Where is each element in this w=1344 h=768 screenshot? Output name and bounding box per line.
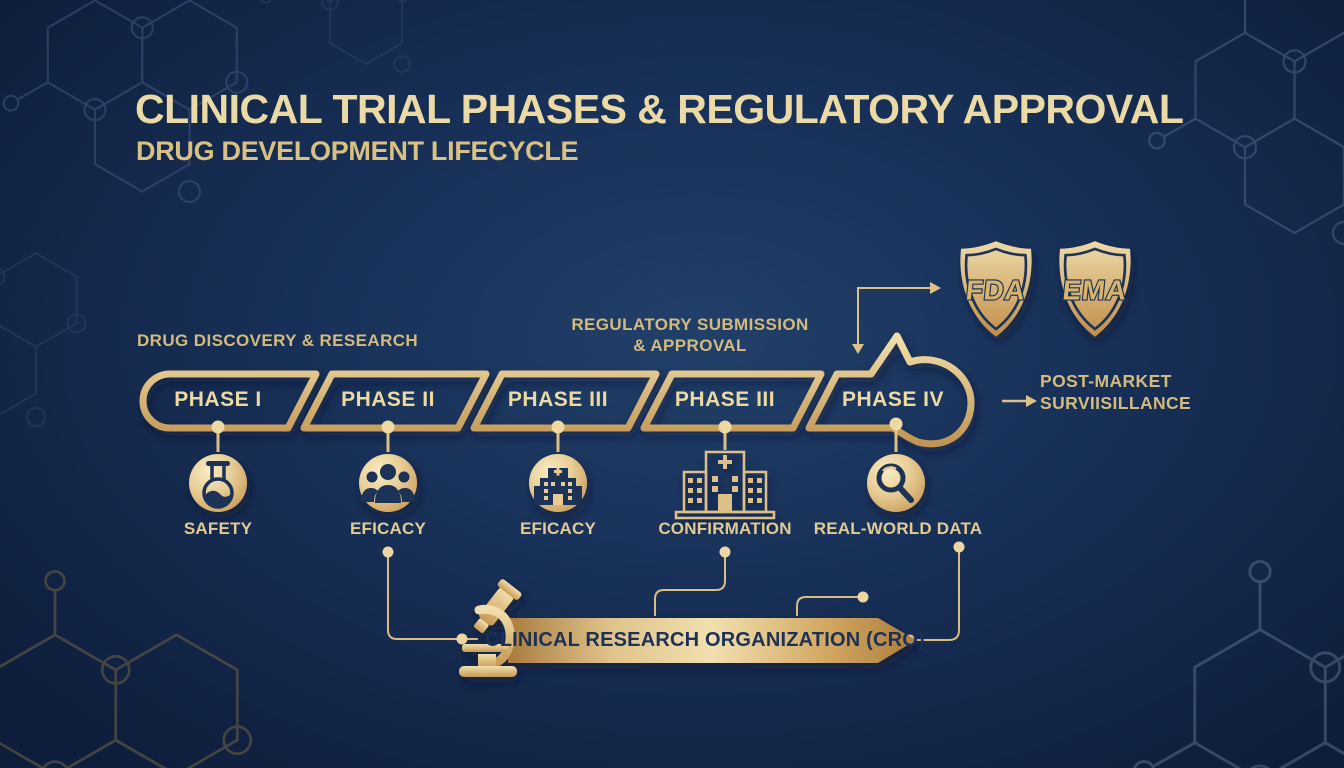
phase-4-caption: REAL-WORLD DATA: [813, 519, 983, 538]
timeline-stems: [211, 417, 903, 452]
page-title: CLINICAL TRIAL PHASES & REGULATORY APPRO…: [135, 86, 1184, 132]
phase-1-label: PHASE I: [174, 388, 262, 411]
timeline-arrow: [139, 332, 975, 448]
phase-2-label: PHASE II: [341, 388, 435, 411]
cro-banner: [459, 579, 916, 677]
people-icon: [359, 454, 417, 512]
ema-shield-icon: EMA: [1059, 241, 1131, 337]
regulatory-stage-label-line1: REGULATORY SUBMISSION: [571, 315, 809, 334]
connector-dot: [953, 541, 965, 553]
regulatory-stage-label-line2: & APPROVAL: [633, 336, 747, 355]
timeline-segment-phase3: [470, 370, 660, 432]
agency-shields: FDA EMA: [960, 241, 1131, 337]
phase-2-caption: EFICACY: [349, 519, 427, 538]
connector-dot: [719, 546, 731, 558]
fda-shield-label: FDA: [964, 275, 1027, 306]
timeline-segment-phase2: [300, 370, 490, 432]
ema-shield-label: EMA: [1061, 275, 1129, 306]
clinic-icon: [529, 454, 587, 512]
molecule-decoration-bottom-left: [0, 571, 251, 768]
hospital-icon: [674, 450, 776, 520]
cro-connectors: [382, 541, 965, 646]
approval-connector: [852, 282, 941, 354]
fda-shield-icon: FDA: [960, 241, 1032, 337]
phase-4-label: PHASE IV: [841, 388, 945, 411]
timeline-segment-phase4-arrowhead: [805, 332, 975, 448]
regulatory-stage-label: REGULATORY SUBMISSION & APPROVAL: [571, 314, 808, 356]
post-market-arrow: [1002, 395, 1037, 407]
phase-1-caption: SAFETY: [183, 519, 253, 538]
timeline-segment-phase3b: [640, 370, 825, 432]
post-market-label: POST-MARKET SURVIISILLANCE: [1040, 370, 1191, 414]
post-market-label-line2: SURVIISILLANCE: [1040, 393, 1192, 413]
microscope-icon: [459, 579, 522, 677]
cro-banner-label: CLINICAL RESEARCH ORGANIZATION (CRO): [485, 629, 925, 651]
timeline-node-dot: [718, 420, 732, 434]
molecule-decoration-bottom-right: [1134, 561, 1344, 768]
phase-3b-caption: CONFIRMATION: [658, 519, 792, 538]
post-market-label-line1: POST-MARKET: [1040, 371, 1172, 391]
cro-banner-ribbon: [508, 618, 916, 663]
timeline-node-dot: [551, 420, 565, 434]
discovery-stage-label: DRUG DISCOVERY & RESEARCH: [137, 331, 419, 350]
connector-dot: [456, 633, 468, 645]
flask-icon: [189, 454, 247, 512]
connector-dot: [857, 591, 869, 603]
connector-dot: [382, 546, 394, 558]
timeline-segment-phase1: [139, 370, 320, 432]
molecule-decoration-top-left: [0, 0, 446, 426]
timeline-node-dot: [211, 420, 225, 434]
timeline-node-dot: [381, 420, 395, 434]
phase-3-caption: EFICACY: [519, 519, 597, 538]
phase-icons: [189, 450, 925, 520]
page-subtitle: DRUG DEVELOPMENT LIFECYCLE: [136, 136, 579, 166]
phase-3b-label: PHASE III: [674, 388, 776, 411]
phase-3-label: PHASE III: [507, 388, 609, 411]
magnifier-icon: [867, 454, 925, 512]
timeline-node-dot: [889, 417, 903, 431]
